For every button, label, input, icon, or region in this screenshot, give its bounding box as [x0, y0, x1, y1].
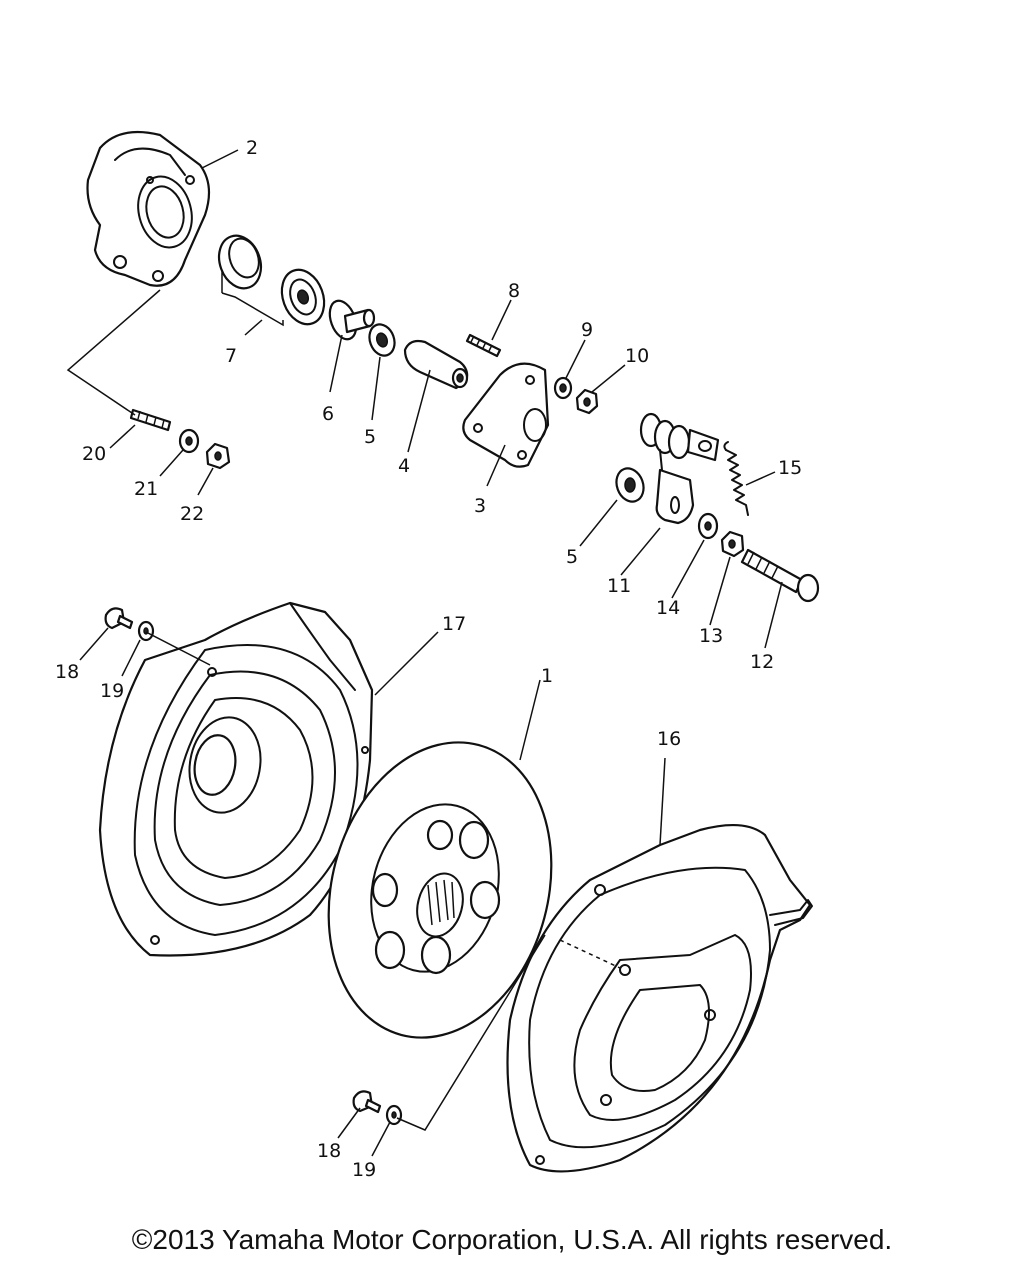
part-4-cam-shaft	[403, 339, 469, 390]
callout-5-lower: 5	[566, 546, 578, 568]
part-20-stud	[129, 408, 172, 432]
callout-17: 17	[442, 613, 466, 635]
part-5-bearing-lower	[615, 467, 645, 503]
part-11-lever	[639, 412, 720, 525]
callout-18-upper: 18	[55, 661, 79, 683]
part-19-washer-upper	[137, 620, 155, 642]
callout-22: 22	[180, 503, 204, 525]
part-18-screw-upper	[104, 607, 134, 630]
part-16-dust-cover	[506, 823, 813, 1173]
part-22-nut	[205, 442, 231, 470]
callout-19-upper: 19	[100, 680, 124, 702]
callout-3: 3	[474, 495, 486, 517]
copyright-notice: ©2013 Yamaha Motor Corporation, U.S.A. A…	[131, 1224, 893, 1255]
part-8-stud-bolt	[465, 333, 502, 358]
callout-8: 8	[508, 280, 520, 302]
callout-11: 11	[607, 575, 631, 597]
callout-16: 16	[657, 728, 681, 750]
callout-18-lower: 18	[317, 1140, 341, 1162]
part-13-nut	[720, 530, 745, 558]
part-1-brake-disc	[327, 741, 553, 1039]
exploded-parts-diagram: 2 8 9 10 7 6 5 4 3 20 21 22 15 5 11 14 1…	[55, 130, 820, 1181]
part-19-washer-lower	[385, 1104, 403, 1126]
part-10-nut	[575, 388, 599, 415]
callout-4: 4	[398, 455, 410, 477]
part-17-outer-cover	[98, 601, 374, 957]
callout-12: 12	[750, 651, 774, 673]
part-6-shaft-washer	[328, 299, 376, 341]
part-2-caliper-bracket	[86, 130, 211, 287]
callout-19-lower: 19	[352, 1159, 376, 1181]
part-21-washer	[178, 428, 200, 454]
callout-14: 14	[656, 597, 680, 619]
part-14-washer	[697, 512, 719, 540]
callout-9: 9	[581, 319, 593, 341]
part-15-spring	[723, 441, 749, 516]
callout-6: 6	[322, 403, 334, 425]
part-3-cover-plate	[462, 362, 550, 468]
callout-20: 20	[82, 443, 106, 465]
callout-7: 7	[225, 345, 237, 367]
callout-21: 21	[134, 478, 158, 500]
callout-2: 2	[246, 137, 258, 159]
callout-10: 10	[625, 345, 649, 367]
part-7-pistons	[217, 234, 326, 326]
leader-lines	[66, 149, 783, 1157]
part-18-screw-lower	[352, 1090, 382, 1114]
part-5-bearing-upper	[368, 323, 396, 357]
callout-1: 1	[541, 665, 553, 687]
callout-13: 13	[699, 625, 723, 647]
callout-5-upper: 5	[364, 426, 376, 448]
callout-labels: 2 8 9 10 7 6 5 4 3 20 21 22 15 5 11 14 1…	[55, 137, 802, 1181]
callout-15: 15	[778, 457, 802, 479]
part-12-bolt	[740, 548, 820, 603]
